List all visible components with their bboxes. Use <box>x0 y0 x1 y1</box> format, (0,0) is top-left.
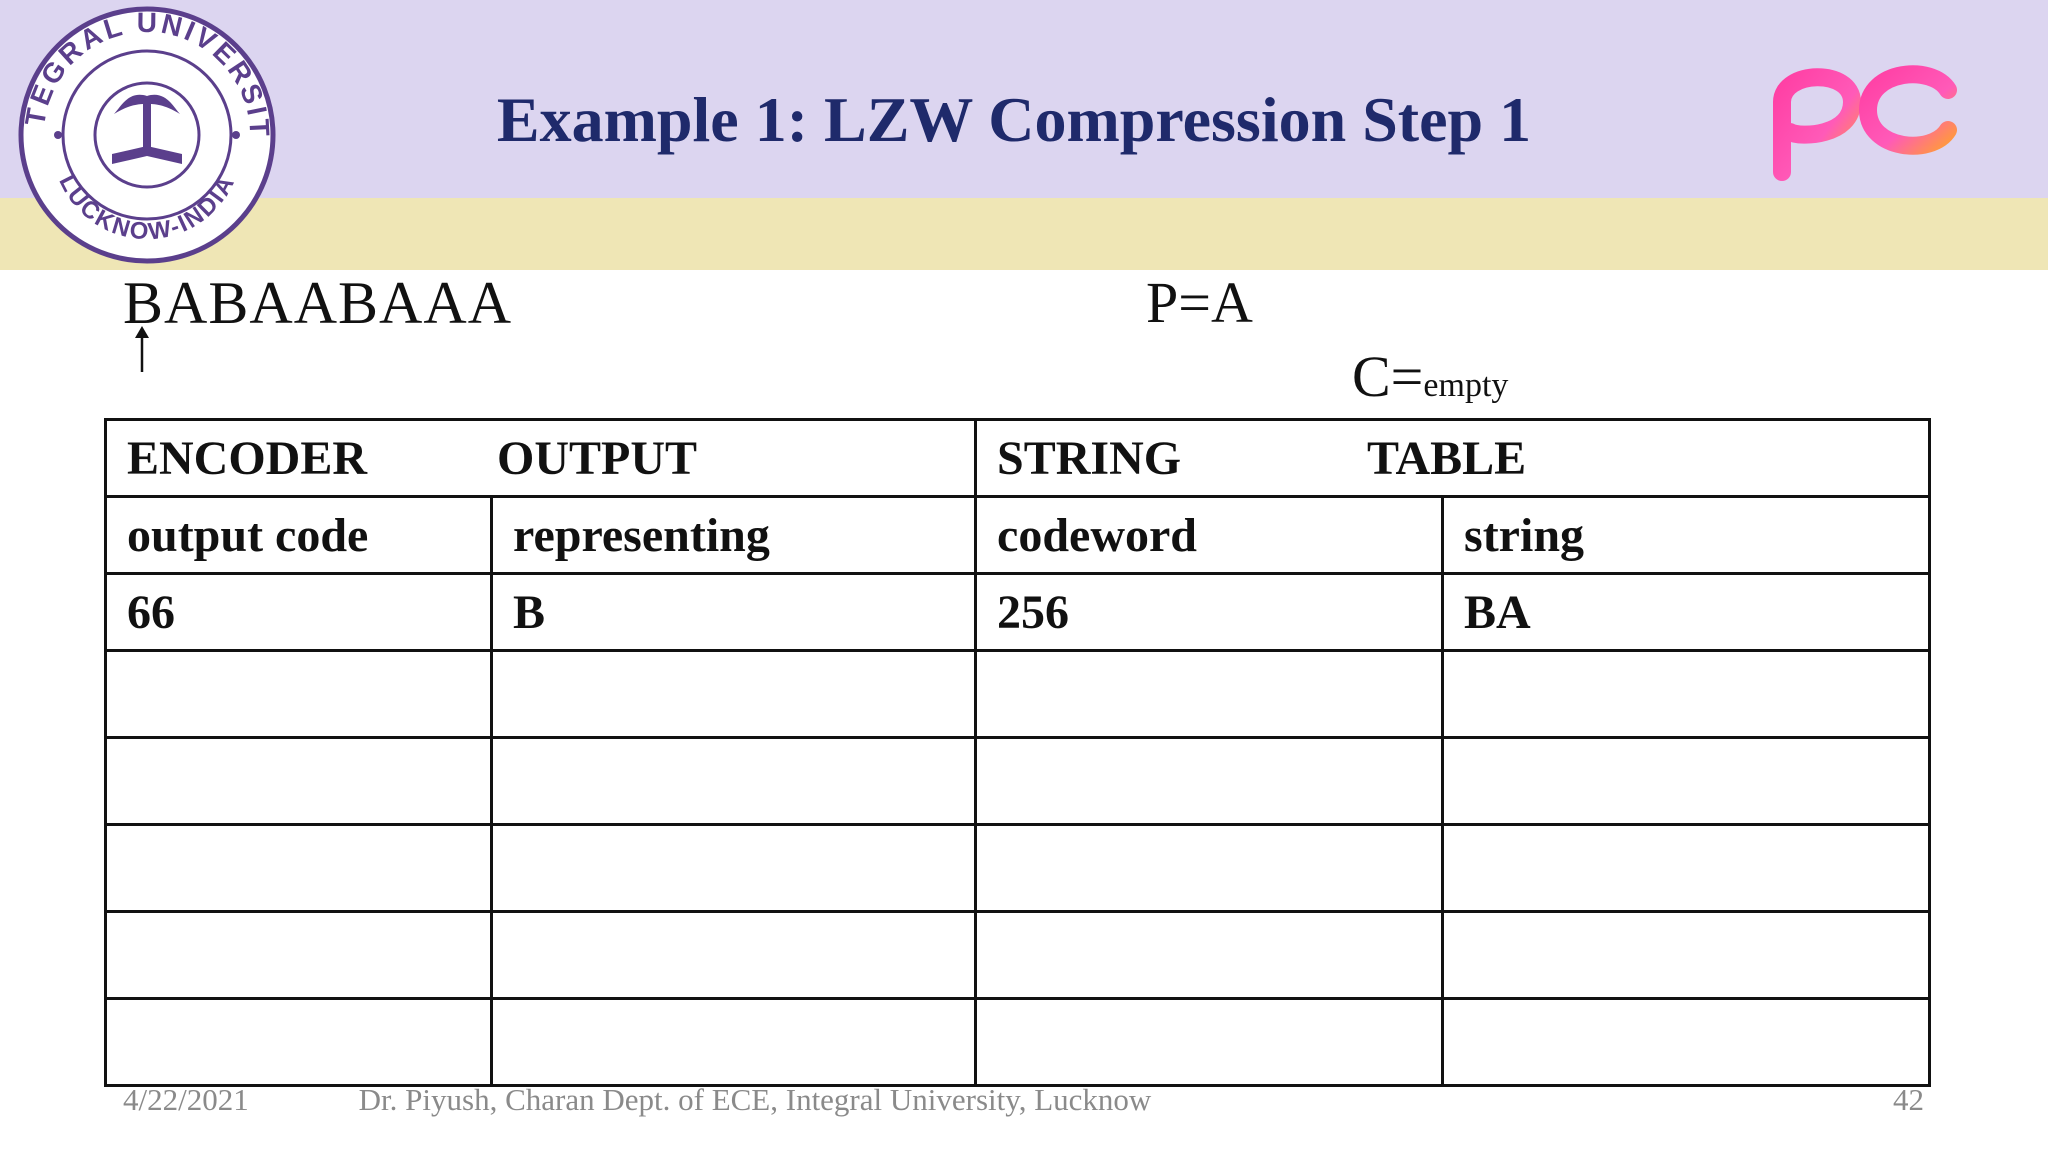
table-cell <box>1441 649 1932 739</box>
up-arrow-icon <box>135 326 149 372</box>
table-cell: B <box>489 572 978 652</box>
table-header: TABLE <box>1367 431 1527 485</box>
page-number: 42 <box>1893 1082 1924 1117</box>
table-cell: BA <box>1441 572 1932 652</box>
string-header: STRING <box>997 431 1182 485</box>
table-cell <box>489 823 978 913</box>
column-header-codeword: codeword <box>974 495 1445 575</box>
table-row: 66 B 256 BA <box>104 572 1932 652</box>
footer-author: Dr. Piyush, Charan Dept. of ECE, Integra… <box>358 1082 1152 1117</box>
slide-title: Example 1: LZW Compression Step 1 <box>496 84 1532 155</box>
string-table-header: STRING TABLE <box>974 418 1932 498</box>
table-cell <box>974 649 1445 739</box>
column-header-string: string <box>1441 495 1932 575</box>
table-row <box>104 823 1932 913</box>
column-header-representing: representing <box>489 495 978 575</box>
encoder-header: ENCODER <box>127 431 368 485</box>
header-band <box>0 0 2048 198</box>
table-cell <box>104 997 493 1087</box>
table-cell <box>104 649 493 739</box>
table-cell <box>1441 736 1932 826</box>
encoder-output-header: ENCODER OUTPUT <box>103 418 978 498</box>
table-cell <box>1441 997 1932 1087</box>
c-label: C=empty <box>1352 342 1508 421</box>
c-label-value: empty <box>1423 367 1509 404</box>
table-row <box>104 997 1932 1087</box>
c-label-text: C= <box>1352 344 1424 409</box>
table-cell: 256 <box>974 572 1445 652</box>
column-header-output-code: output code <box>104 495 493 575</box>
lzw-table: ENCODER OUTPUT STRING TABLE output code re… <box>103 418 1932 1087</box>
output-header: OUTPUT <box>497 431 698 485</box>
table-cell <box>974 997 1445 1087</box>
table-column-header-row: output code representing codeword string <box>104 495 1932 575</box>
table-cell <box>974 736 1445 826</box>
pc-logo-icon <box>1773 65 1957 181</box>
input-sequence: BABAABAAA <box>123 270 513 336</box>
accent-band <box>0 198 2048 270</box>
table-cell <box>489 649 978 739</box>
table-row <box>104 910 1932 1000</box>
table-cell: 66 <box>104 572 493 652</box>
table-cell <box>104 910 493 1000</box>
table-cell <box>489 736 978 826</box>
table-cell <box>489 997 978 1087</box>
table-cell <box>104 736 493 826</box>
table-row <box>104 649 1932 739</box>
table-cell <box>1441 823 1932 913</box>
table-cell <box>104 823 493 913</box>
table-cell <box>489 910 978 1000</box>
footer-date: 4/22/2021 <box>123 1082 249 1117</box>
table-cell <box>1441 910 1932 1000</box>
p-label: P=A <box>1146 270 1253 335</box>
table-group-header-row: ENCODER OUTPUT STRING TABLE <box>103 418 1932 498</box>
table-cell <box>974 910 1445 1000</box>
table-cell <box>974 823 1445 913</box>
university-seal-icon: INTEGRAL UNIVERSITY LUCKNOW-INDIA <box>16 4 276 264</box>
table-row <box>104 736 1932 826</box>
